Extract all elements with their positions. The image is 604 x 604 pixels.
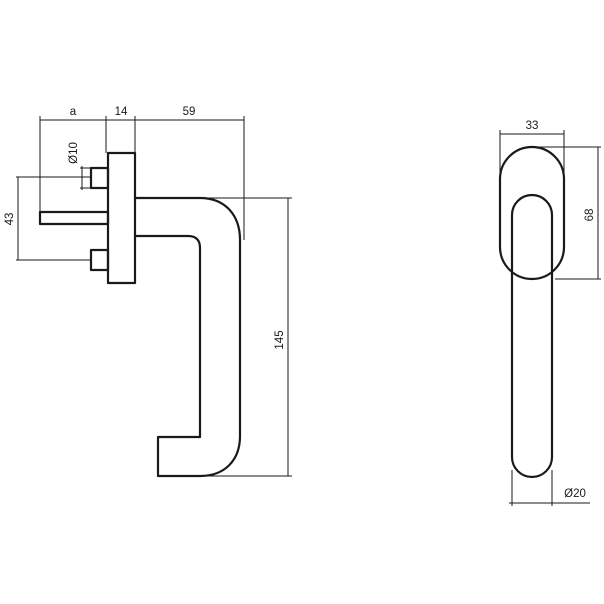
dim-d20-label: Ø20 xyxy=(564,488,586,500)
dim-a-label: a xyxy=(70,106,77,118)
side-view: a 14 59 Ø10 43 145 xyxy=(4,106,292,478)
rose-oval xyxy=(498,145,566,281)
rose-plate xyxy=(106,151,137,285)
dim-33-label: 33 xyxy=(526,120,539,132)
handle-lever-front xyxy=(510,193,554,479)
front-view: 33 68 Ø20 xyxy=(498,120,601,506)
upper-screw-post xyxy=(89,166,110,190)
dim-14-label: 14 xyxy=(115,106,128,118)
spindle xyxy=(38,210,110,226)
dim-68-label: 68 xyxy=(584,209,596,222)
dim-43-label: 43 xyxy=(4,213,16,226)
dim-145-label: 145 xyxy=(274,330,286,349)
dim-59-label: 59 xyxy=(183,106,196,118)
handle-lever xyxy=(133,196,242,478)
dim-d10-label: Ø10 xyxy=(68,142,80,164)
lower-screw-post xyxy=(89,248,110,272)
